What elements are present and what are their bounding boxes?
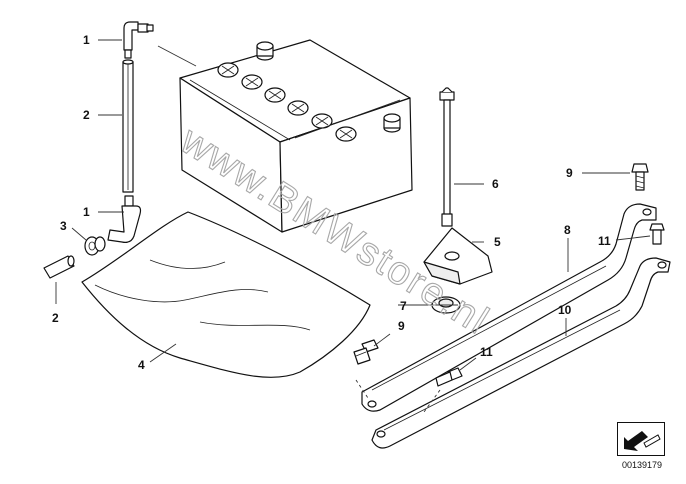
callout-9-right: 9 — [566, 166, 573, 180]
leader-lines — [55, 39, 651, 371]
arrow-icon — [624, 431, 661, 451]
part-11-right-bolt — [649, 223, 665, 245]
callout-9-mid: 9 — [398, 319, 405, 333]
part-1-mid-elbow — [107, 195, 142, 243]
part-2-vent-hose — [122, 59, 134, 193]
assembly-arrow-9 — [355, 379, 369, 399]
part-11-mid-bolt — [435, 367, 463, 387]
part-1-top-elbow — [123, 21, 154, 59]
callout-11-right: 11 — [598, 234, 611, 248]
part-5-bracket — [423, 227, 493, 285]
part-9-right-bolt — [631, 163, 649, 191]
part-3-grommet — [84, 236, 106, 256]
callout-4: 4 — [138, 358, 145, 372]
part-8-battery-strap — [361, 203, 657, 412]
callout-10: 10 — [558, 303, 572, 317]
callout-8: 8 — [564, 223, 571, 237]
reference-number: 00139179 — [621, 460, 663, 470]
callout-1-top: 1 — [83, 33, 90, 47]
callout-2-left: 2 — [83, 108, 90, 122]
part-6-long-bolt — [439, 87, 455, 227]
assembly-arrow-11 — [423, 389, 441, 413]
callout-1-mid: 1 — [83, 205, 90, 219]
part-4-battery-mat — [81, 211, 371, 378]
callout-2-bottom: 2 — [52, 311, 59, 325]
callout-6: 6 — [492, 177, 499, 191]
part-9-mid-bolt — [353, 339, 379, 365]
part-2-short-hose — [43, 255, 75, 279]
reference-box — [617, 422, 665, 456]
callout-5: 5 — [494, 235, 501, 249]
callout-7: 7 — [400, 299, 407, 313]
battery — [179, 39, 413, 233]
callout-3: 3 — [60, 219, 67, 233]
callout-11-mid: 11 — [480, 345, 493, 359]
part-10-battery-strap — [371, 257, 671, 449]
battery-cell-caps — [217, 62, 357, 142]
